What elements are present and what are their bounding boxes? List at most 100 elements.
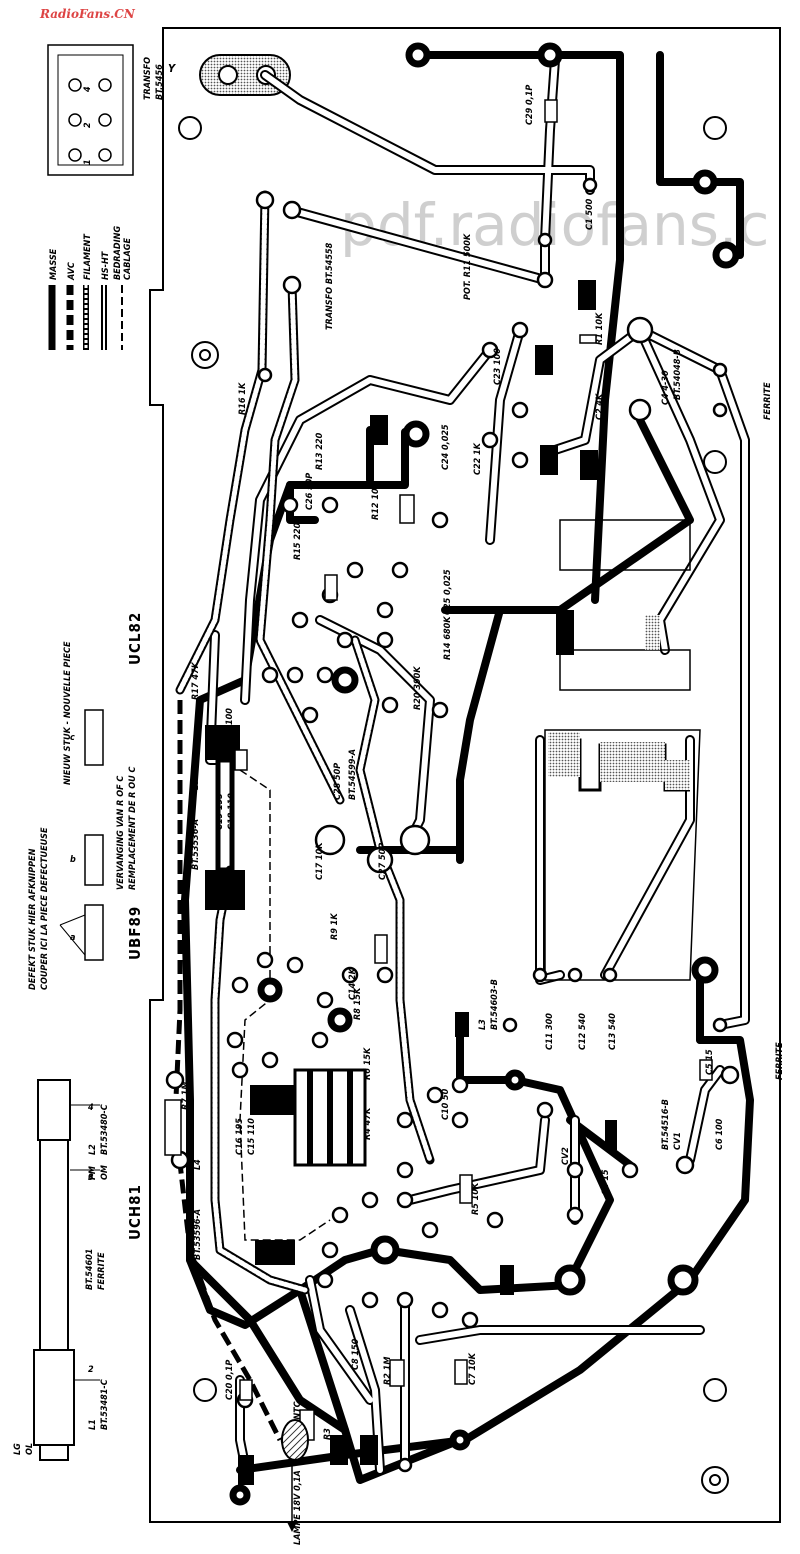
transfo-title: TRANSFO	[143, 57, 153, 100]
rod-pin-3: 3	[88, 1173, 94, 1183]
component-labels: C29 0,1P C1 500 R1 10K C2 4K C4 4-30 BT.…	[181, 85, 725, 1440]
defect-step-a: a	[70, 933, 75, 943]
band-lg: LG	[13, 1443, 23, 1455]
mounting-holes	[178, 116, 729, 1494]
watermark: pdf.radiofans.c	[340, 191, 769, 259]
comp-r8: R8 15K	[353, 987, 363, 1020]
defect-repair-note: DEFEKT STUK HIER AFKNIPPEN COUPER ICI LA…	[28, 641, 138, 990]
comp-c2: C2 4K	[595, 393, 605, 420]
comp-c4: C4 15	[601, 1169, 611, 1195]
comp-bt53596: BT.53596-A	[193, 1209, 203, 1260]
comp-r7: R7 1M	[181, 1082, 191, 1110]
rod-pin-4: 4	[88, 1103, 94, 1113]
lamp-terminal	[281, 1419, 309, 1532]
label-transfo-ref: TRANSFO BT.54558	[325, 242, 335, 330]
ferrite-rod-type: FERRITE	[97, 1252, 107, 1290]
comp-c4-trimmer: C4 4-30	[661, 370, 671, 405]
label-pot-r11: POT. R11 500K	[463, 233, 473, 300]
legend: MASSE AVC FILAMENT HS-HT BEDRADING CABLA…	[48, 226, 133, 350]
comp-r6: R6 15K	[363, 1047, 373, 1080]
comp-c24: C24 0,025	[441, 424, 451, 470]
ground-ring-pads	[229, 42, 740, 1506]
filament-traces	[175, 190, 435, 1295]
comp-r3: R3	[323, 1428, 333, 1440]
comp-r12: R12 10M	[371, 480, 381, 520]
comp-c15: C15 110	[247, 1118, 257, 1155]
comp-r4: R4 47K	[363, 1107, 373, 1140]
comp-c28: C28 50P	[333, 763, 343, 800]
transfo-ref: BT.5456	[155, 64, 165, 100]
comp-c25: C25 0,025	[443, 569, 453, 615]
coil-l1-ref: BT.53481-C	[100, 1379, 110, 1430]
comp-cv1: CV1	[673, 1132, 683, 1150]
transfo-pin-2: 2	[83, 122, 93, 128]
legend-cablage: CABLAGE	[123, 238, 133, 280]
site-logo: RadioFans.CN	[39, 7, 136, 21]
comp-c7: C7 10K	[468, 1352, 478, 1385]
comp-c23: C23 100	[493, 348, 503, 385]
comp-c5: C5 15	[705, 1049, 715, 1075]
label-ferrite-top: FERRITE	[763, 382, 773, 420]
ferrite-rod: BT.54601 FERRITE L1 BT.53481-C L2 BT.534…	[13, 1079, 110, 1461]
comp-c29: C29 0,1P	[525, 85, 535, 125]
if-transformer-l4	[250, 1068, 367, 1265]
comp-bt54599: BT.54599-A	[348, 749, 358, 800]
transfo-detail: TRANSFO BT.5456 1 2 4	[47, 44, 165, 176]
board-outline	[149, 27, 781, 1523]
defect-note-line-1: DEFEKT STUK HIER AFKNIPPEN	[28, 848, 38, 990]
band-pm: PM	[88, 1166, 98, 1180]
legend-bedrading: BEDRADING	[113, 226, 123, 280]
comp-cv2: CV2	[561, 1147, 571, 1165]
comp-r14: R14 680K	[443, 616, 453, 660]
tube-label-uch81: UCH81	[126, 1184, 144, 1240]
comp-bt54603: BT.54603-B	[490, 979, 500, 1030]
legend-hs-ht: HS-HT	[101, 250, 111, 280]
coil-l1: L1	[88, 1419, 98, 1430]
band-ol: OL	[25, 1443, 35, 1455]
tube-label-ubf89: UBF89	[126, 906, 144, 960]
ferrite-rod-ref: BT.54601	[85, 1249, 95, 1290]
wiring-dashed	[172, 700, 283, 1442]
shield-can-fill	[548, 615, 690, 790]
defect-note-line-3: NIEUW STUK - NOUVELLE PIECE	[63, 641, 73, 785]
comp-r15: R15 220K	[293, 516, 303, 560]
comp-c16: C16 195	[235, 1118, 245, 1155]
coil-l2: L2	[88, 1144, 98, 1155]
comp-c1: C1 500	[585, 198, 595, 230]
defect-step-c: c	[70, 733, 75, 743]
comp-c19: C19 195	[215, 793, 225, 830]
tube-socket-ubf89	[165, 824, 431, 1170]
comp-r16: R16 1K	[238, 382, 248, 415]
comp-r5: R5 10K	[471, 1182, 481, 1215]
comp-c18: C18 110	[227, 793, 237, 830]
antenna-symbol: Y	[168, 62, 177, 75]
comp-r9: R9 1K	[330, 913, 340, 940]
comp-r17: R17 47K	[191, 661, 201, 700]
transfo-pin-4: 4	[83, 86, 93, 92]
coil-l2-ref: BT.53480-C	[100, 1104, 110, 1155]
label-ferrite-bottom: FERRITE	[775, 1042, 785, 1080]
legend-masse: MASSE	[49, 248, 59, 280]
defect-note-line-4: VERVANGING VAN R OF C	[116, 776, 126, 890]
comp-r2: R2 1M	[383, 1357, 393, 1385]
if-transformer-l5	[205, 725, 245, 910]
comp-r13: R13 220	[315, 432, 325, 470]
tube-label-ucl82: UCL82	[126, 612, 144, 665]
band-om: OM	[100, 1165, 110, 1180]
comp-c13: C13 540	[608, 1013, 618, 1050]
rod-pin-2: 2	[88, 1365, 94, 1375]
comp-bt54048: BT.54048-B	[673, 349, 683, 400]
comp-c6: C6 100	[715, 1118, 725, 1150]
legend-filament: FILAMENT	[83, 233, 93, 280]
defect-note-line-2: COUPER ICI LA PIECE DEFECTUEUSE	[40, 827, 50, 990]
comp-c8: C8 150	[351, 1338, 361, 1370]
comp-c17: C17 10K	[315, 842, 325, 880]
comp-l3: L3	[478, 1019, 488, 1030]
comp-c12: C12 540	[578, 1013, 588, 1050]
comp-r20: R20 390K	[413, 666, 423, 710]
comp-c26: C26 50P	[305, 473, 315, 510]
comp-c21: C21 100	[225, 708, 235, 745]
black-pads	[238, 280, 617, 1485]
